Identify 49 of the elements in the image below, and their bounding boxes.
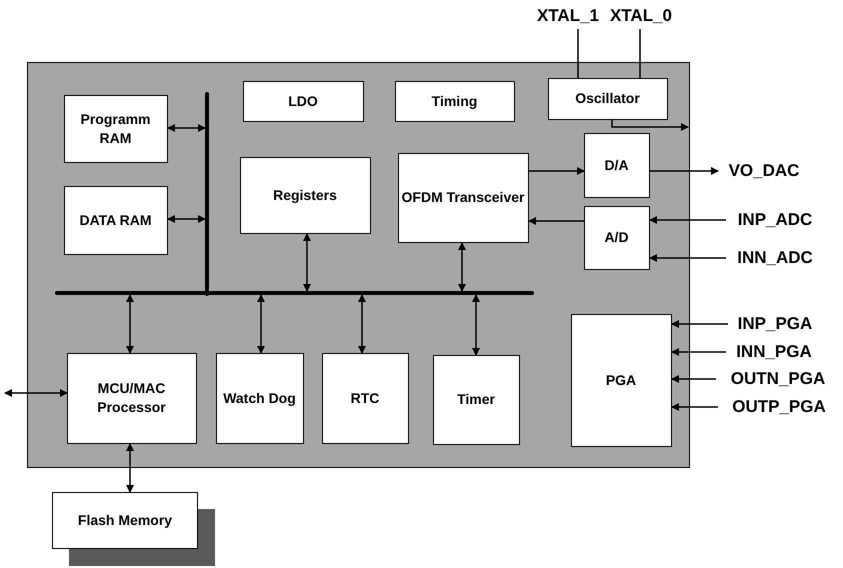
function-block: RTC (322, 352, 408, 444)
function-block: Watch Dog (216, 352, 304, 444)
converter-block: D/A (584, 132, 650, 198)
pin-label: INP_ADC (726, 208, 824, 232)
function-block: Oscillator (548, 78, 668, 120)
memory-block: Programm RAM (64, 94, 168, 162)
memory-block: DATA RAM (64, 186, 168, 254)
arrow (303, 233, 311, 292)
arrow (167, 215, 206, 223)
pin-label: INN_PGA (726, 340, 822, 364)
arrow (649, 216, 726, 224)
arrow (126, 443, 134, 493)
arrow (257, 294, 265, 354)
arrow (126, 294, 134, 354)
amplifier-block: PGA (570, 314, 672, 446)
arrow (649, 254, 726, 262)
arrow (671, 403, 718, 411)
chip-outline (27, 62, 690, 468)
arrow (4, 389, 68, 397)
converter-block: A/D (584, 206, 650, 270)
function-block: Timing (394, 80, 514, 122)
connector-line (639, 29, 641, 78)
arrow (671, 320, 728, 328)
bus-bar (54, 290, 534, 294)
connector-line (577, 29, 579, 78)
bus-bar (204, 92, 208, 296)
arrow (472, 294, 480, 356)
function-block: Timer (432, 354, 520, 444)
pin-label: INP_PGA (728, 312, 822, 336)
memory-block: Flash Memory (52, 492, 198, 549)
pin-label: OUTN_PGA (716, 367, 840, 391)
arrow (358, 294, 366, 354)
processor-block: MCU/MAC Processor (66, 352, 196, 444)
function-block: Registers (240, 156, 370, 234)
arrow (671, 375, 716, 383)
arrow (528, 217, 584, 225)
function-block: LDO (242, 80, 364, 122)
pin-label: OUTP_PGA (718, 395, 840, 419)
arrow (529, 167, 585, 175)
function-block: OFDM Transceiver (398, 152, 528, 242)
arrow (671, 348, 726, 356)
arrow (611, 120, 689, 131)
arrow (650, 167, 719, 175)
pin-label: XTAL_1 (533, 3, 603, 29)
pin-label: INN_ADC (726, 246, 824, 270)
arrow (167, 124, 206, 132)
pin-label: VO_DAC (718, 159, 810, 183)
arrow (458, 242, 466, 292)
pin-label: XTAL_0 (606, 3, 676, 29)
